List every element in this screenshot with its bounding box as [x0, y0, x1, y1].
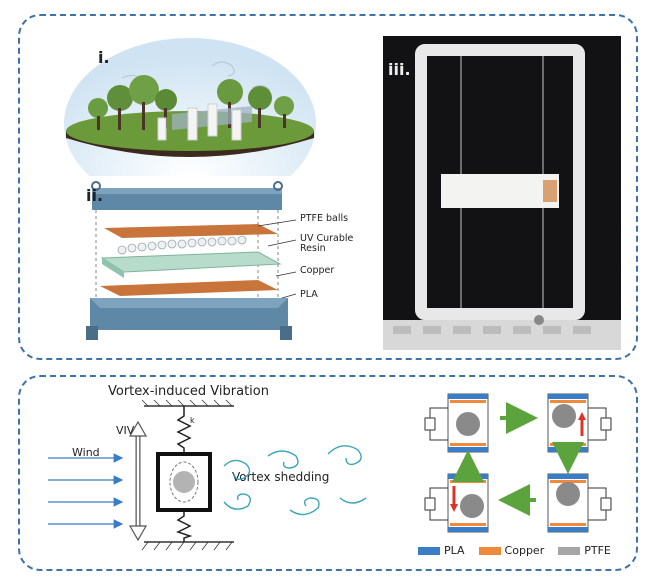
exploded-device	[86, 181, 297, 340]
top-panel	[18, 14, 638, 360]
panel-i-label: i.	[98, 48, 110, 67]
cycle-cell-2	[547, 393, 612, 453]
layer-label-ptfe: PTFE balls	[300, 213, 349, 224]
vortex-swirls	[223, 445, 367, 516]
legend-item-ptfe: PTFE	[558, 544, 611, 557]
copper-bottom-layer	[100, 280, 278, 296]
trees	[88, 75, 294, 130]
cycle-arrows	[452, 402, 584, 516]
bottom-panel	[18, 375, 638, 571]
layer-label-copper: Copper	[300, 265, 335, 276]
top-pla-cover	[92, 192, 282, 210]
working-cycle-diagram	[424, 393, 612, 533]
layer-label-pla: PLA	[300, 289, 318, 300]
device-photo-drawing	[383, 44, 621, 350]
copper-top-layer	[104, 224, 278, 238]
cycle-cell-1	[424, 393, 489, 453]
wind-arrows	[48, 453, 124, 529]
layer-label-resin: UV Curable Resin	[300, 233, 354, 254]
ptfe-balls	[117, 235, 247, 255]
legend-label-ptfe: PTFE	[584, 544, 611, 557]
legend-swatch-pla	[418, 546, 440, 555]
spring-bottom	[176, 510, 193, 542]
spring-constant-label: k	[190, 416, 195, 425]
viv-diagram	[48, 399, 367, 551]
uv-resin-layer	[100, 251, 282, 273]
panel-ii-label: ii.	[86, 186, 104, 205]
soil-base	[66, 130, 314, 157]
viv-title: Vortex-induced Vibration	[108, 384, 269, 399]
spring-top	[176, 406, 192, 454]
legend-item-pla: PLA	[418, 544, 465, 557]
legend: PLA Copper PTFE	[418, 544, 611, 557]
panel-iii-label: iii.	[388, 60, 411, 79]
viv-label: VIV	[116, 424, 135, 437]
wind-label: Wind	[72, 446, 100, 459]
device-photo	[383, 36, 621, 350]
harvester-array	[157, 103, 252, 141]
legend-item-copper: Copper	[478, 544, 545, 557]
cycle-cell-3	[547, 473, 612, 533]
landscape-illustration	[64, 38, 316, 176]
legend-label-copper: Copper	[504, 544, 545, 557]
cycle-cell-4	[424, 473, 489, 533]
legend-swatch-ptfe	[558, 546, 581, 555]
legend-label-pla: PLA	[444, 544, 465, 557]
vortex-shedding-label: Vortex shedding	[232, 470, 330, 484]
legend-swatch-copper	[478, 546, 501, 555]
